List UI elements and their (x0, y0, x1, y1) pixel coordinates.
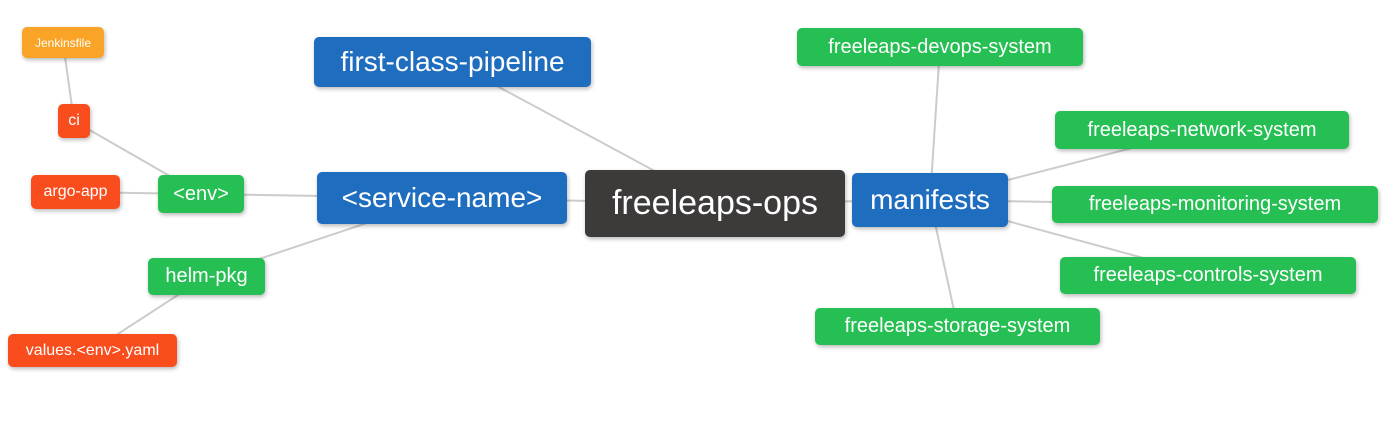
node-freeleaps-monitoring-system[interactable]: freeleaps-monitoring-system (1052, 186, 1378, 223)
node-manifests[interactable]: manifests (852, 173, 1008, 227)
node-freeleaps-network-system[interactable]: freeleaps-network-system (1055, 111, 1349, 149)
node-ci[interactable]: ci (58, 104, 90, 138)
node-helm-pkg[interactable]: helm-pkg (148, 258, 265, 295)
node-jenkinsfile[interactable]: Jenkinsfile (22, 27, 104, 58)
node-env[interactable]: <env> (158, 175, 244, 213)
node-argo-app[interactable]: argo-app (31, 175, 120, 209)
node-freeleaps-devops-system[interactable]: freeleaps-devops-system (797, 28, 1083, 66)
node-freeleaps-storage-system[interactable]: freeleaps-storage-system (815, 308, 1100, 345)
node-freeleaps-controls-system[interactable]: freeleaps-controls-system (1060, 257, 1356, 294)
node-values-env-yaml[interactable]: values.<env>.yaml (8, 334, 177, 367)
node-service-name[interactable]: <service-name> (317, 172, 567, 224)
node-freeleaps-ops[interactable]: freeleaps-ops (585, 170, 845, 237)
node-first-class-pipeline[interactable]: first-class-pipeline (314, 37, 591, 87)
